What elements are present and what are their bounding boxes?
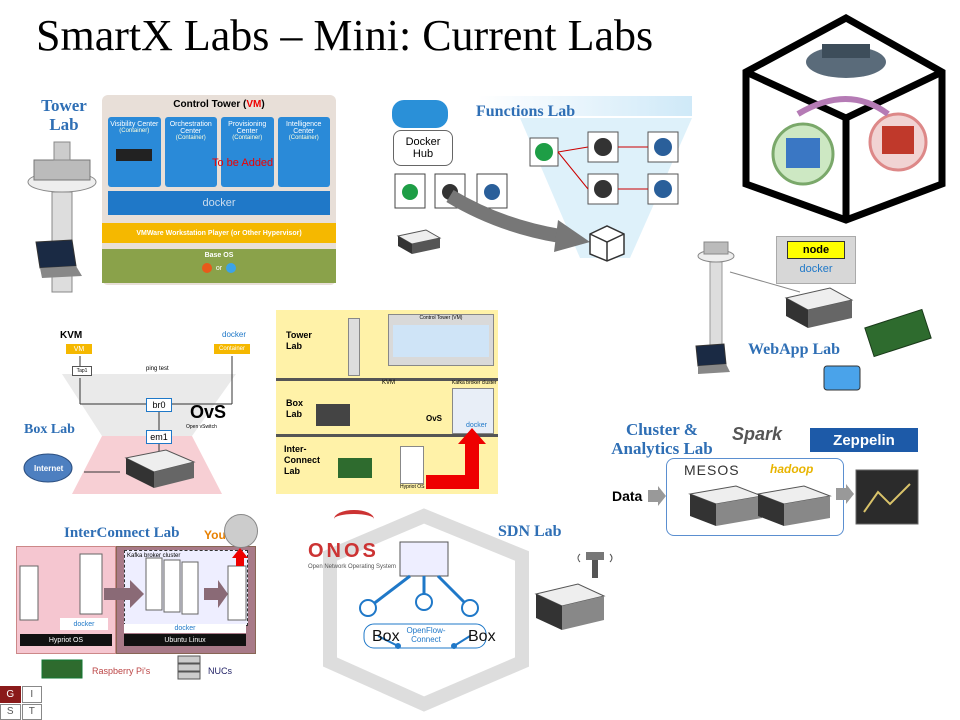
deploy-arrow — [446, 189, 590, 252]
zeppelin-logo: Zeppelin — [810, 428, 918, 452]
orchestration-center: Orchestration Center (Container) — [164, 117, 217, 187]
ubuntu-bar: Ubuntu Linux — [124, 634, 246, 646]
vm-box: VM — [66, 344, 92, 354]
br0-box: br0 — [146, 398, 172, 412]
container-images-icon — [394, 173, 508, 209]
raspberry-label: Raspberry Pi's — [92, 666, 151, 676]
user-avatar — [224, 514, 258, 548]
docker-label: docker — [222, 330, 247, 339]
control-tower-label: Control Tower (VM) — [173, 99, 265, 110]
onos-logo: ONOS — [308, 540, 379, 562]
overview-red-arrow — [426, 428, 486, 489]
nuc-stack-icon — [177, 655, 201, 680]
tap-box: Tap1 — [72, 366, 92, 376]
overview-control-tower: Control Tower (VM) — [388, 314, 494, 366]
interconnect-racks — [19, 548, 248, 621]
sdn-nuc-icon — [534, 583, 606, 630]
ovs-logo: OvS — [190, 402, 227, 422]
output-arrow — [836, 484, 854, 504]
docker-whale-icon — [392, 100, 448, 128]
functions-lab-title: Functions Lab — [476, 103, 576, 120]
onos-bird-icon — [334, 510, 374, 528]
box-label-right: Box — [468, 628, 496, 645]
kvm-label: KVM — [60, 330, 83, 341]
hypervisor-bar: VMWare Workstation Player (or Other Hype… — [102, 223, 336, 243]
hypriot-bar: Hypriot OS — [20, 634, 112, 646]
ping-test-label: ping test — [146, 366, 169, 372]
base-os-bar: Base OS or — [102, 249, 336, 283]
data-label: Data — [612, 488, 643, 504]
analytics-chart-icon — [855, 469, 919, 525]
windows-icon — [226, 263, 237, 273]
openflow-label: OpenFlow-Connect — [406, 626, 446, 644]
gist-logo: G I S T — [0, 686, 42, 720]
box-label-left: Box — [372, 628, 400, 645]
tower-lab-title: Tower Lab — [41, 96, 87, 134]
smartx-cube-icon — [742, 14, 946, 224]
control-tower-panel: Control Tower (VM) Visibility Center (Co… — [102, 95, 336, 285]
overview-pi-icon — [338, 458, 372, 478]
centers-row: Visibility Center (Container) Orchestrat… — [108, 117, 330, 187]
webapp-lab-title: WebApp Lab — [748, 341, 841, 358]
webapp-stack: node docker — [776, 236, 856, 284]
dashboard-icon — [116, 149, 152, 161]
page-title: SmartX Labs – Mini: Current Labs — [36, 11, 654, 60]
ovs-subtitle: Open vSwitch — [186, 424, 217, 430]
raspberry-pi-icon — [41, 659, 83, 679]
sdn-tower-icon — [577, 552, 613, 578]
docker-bar: docker — [108, 191, 330, 215]
cluster-lab-title: Cluster & Analytics Lab — [611, 420, 713, 458]
onos-subtitle: Open Network Operating System — [308, 564, 397, 570]
to-be-added-label: To be Added — [212, 157, 274, 169]
spark-logo: Spark — [732, 424, 783, 444]
mesos-logo: MESOS — [684, 462, 740, 478]
sdn-lab-title: SDN Lab — [498, 523, 562, 540]
ubuntu-icon — [201, 263, 212, 273]
visibility-center: Visibility Center (Container) — [108, 117, 161, 187]
box-lab-title: Box Lab — [24, 422, 75, 437]
overview-panel: Tower Lab Box Lab Inter-Connect Lab Cont… — [276, 310, 498, 494]
functions-graph — [520, 118, 692, 258]
sdn-cube — [323, 508, 529, 712]
laptop-icon — [35, 239, 82, 278]
nuc-box-icon — [396, 229, 442, 254]
data-arrow — [648, 486, 666, 506]
internet-label: Internet — [34, 464, 64, 473]
overview-tower-icon — [348, 318, 360, 376]
overview-nuc-icon — [316, 404, 350, 426]
webapp-scene — [695, 241, 932, 391]
nucs-label: NUCs — [208, 666, 232, 676]
docker-hub: Docker Hub — [393, 130, 453, 166]
box-outline-icon — [589, 225, 625, 262]
intelligence-center: Intelligence Center (Container) — [277, 117, 330, 187]
hadoop-logo: hadoop — [770, 462, 814, 476]
box-lab-diagram — [23, 356, 236, 494]
em1-box: em1 — [146, 430, 172, 444]
provisioning-center: Provisioning Center (Container) — [221, 117, 274, 187]
cluster-nuc-icons — [688, 485, 832, 526]
interconnect-lab-title: InterConnect Lab — [64, 525, 180, 541]
container-box: Container — [214, 344, 250, 354]
you-label: You — [204, 528, 226, 542]
